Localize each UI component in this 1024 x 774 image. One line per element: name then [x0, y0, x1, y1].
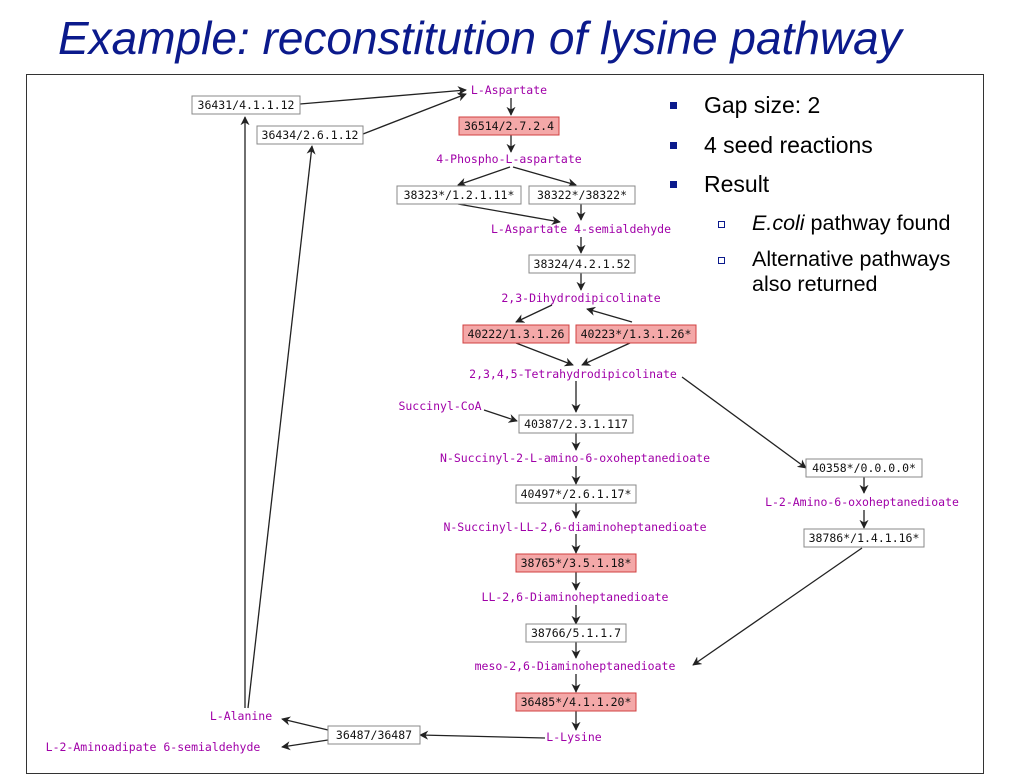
edge	[281, 716, 329, 731]
reaction-box	[396, 185, 522, 205]
edge	[247, 145, 316, 709]
edge	[281, 739, 329, 751]
edge	[515, 342, 574, 367]
edge	[419, 730, 546, 740]
metabolite-label: L-2-Aminoadipate 6-semialdehyde	[46, 740, 261, 754]
sub-bullet-alternative-pathways: Alternative pathways also returned	[664, 247, 964, 299]
sub-bullet-pathway-found: E.coli pathway found	[664, 211, 964, 237]
reaction-box	[528, 185, 636, 205]
reaction-label: 40497*/2.6.1.17*	[521, 487, 632, 501]
reaction-nodes: 36431/4.1.1.12 36434/2.6.1.12 36514/2.7.…	[191, 95, 925, 745]
bullet-list: Gap size: 2 4 seed reactions Result E.co…	[664, 92, 964, 308]
reaction-box	[805, 458, 923, 478]
metabolite-label: L-Aspartate 4-semialdehyde	[491, 222, 671, 236]
edge	[457, 166, 511, 187]
edge	[586, 306, 633, 323]
metabolite-label: L-Alanine	[210, 709, 272, 723]
reaction-box	[191, 95, 301, 115]
edge	[299, 86, 467, 105]
reaction-label: 38323*/1.2.1.11*	[404, 188, 515, 202]
reaction-box	[327, 725, 421, 745]
metabolite-label: L-Aspartate	[471, 83, 547, 97]
reaction-box	[803, 528, 925, 548]
metabolite-label: 4-Phospho-L-aspartate	[436, 152, 581, 166]
reaction-label: 36434/2.6.1.12	[262, 128, 359, 142]
reaction-label: 40358*/0.0.0.0*	[812, 461, 916, 475]
edge	[581, 342, 631, 366]
reaction-label: 38765*/3.5.1.18*	[521, 556, 632, 570]
edge	[362, 92, 467, 135]
edge	[457, 203, 561, 226]
metabolite-label: meso-2,6-Diaminoheptanedioate	[475, 659, 676, 673]
reaction-label: 36487/36487	[336, 728, 412, 742]
reaction-label: 40223*/1.3.1.26*	[581, 327, 692, 341]
reaction-label: 36514/2.7.2.4	[464, 119, 554, 133]
reaction-box-highlighted	[458, 116, 560, 136]
pathway-found-text: pathway found	[804, 210, 951, 235]
reaction-label: 38786*/1.4.1.16*	[809, 531, 920, 545]
metabolite-label: Succinyl-CoA	[398, 399, 481, 413]
slide-title: Example: reconstitution of lysine pathwa…	[58, 12, 902, 64]
bullet-seed-reactions: 4 seed reactions	[664, 132, 964, 160]
species-name: E.coli	[752, 210, 805, 235]
metabolite-label: 2,3,4,5-Tetrahydrodipicolinate	[469, 367, 677, 381]
edge	[512, 166, 577, 188]
reaction-label: 40387/2.3.1.117	[524, 417, 628, 431]
metabolite-label: N-Succinyl-2-L-amino-6-oxoheptanedioate	[440, 451, 710, 465]
metabolite-label: 2,3-Dihydrodipicolinate	[501, 291, 660, 305]
reaction-box-highlighted	[575, 324, 697, 344]
metabolite-label: L-2-Amino-6-oxoheptanedioate	[765, 495, 959, 509]
reaction-box	[528, 254, 636, 274]
reaction-label: 38322*/38322*	[537, 188, 627, 202]
bullet-result: Result	[664, 171, 964, 199]
edge	[692, 547, 863, 666]
reaction-label: 38324/4.2.1.52	[534, 257, 631, 271]
edge	[681, 376, 807, 469]
metabolite-nodes: L-Aspartate 4-Phospho-L-aspartate L-Aspa…	[46, 83, 959, 754]
reaction-box	[525, 623, 627, 643]
metabolite-label: L-Lysine	[546, 730, 601, 744]
reaction-box	[515, 484, 637, 504]
bullet-gap-size: Gap size: 2	[664, 92, 964, 120]
reaction-box	[256, 125, 364, 145]
metabolite-label: N-Succinyl-LL-2,6-diaminoheptanedioate	[443, 520, 706, 534]
reaction-label: 40222/1.3.1.26	[468, 327, 565, 341]
edge	[515, 304, 553, 323]
reaction-box-highlighted	[515, 692, 637, 712]
reaction-label: 38766/5.1.1.7	[531, 626, 621, 640]
edge	[483, 409, 518, 423]
metabolite-label: LL-2,6-Diaminoheptanedioate	[482, 590, 669, 604]
pathway-edges	[240, 86, 869, 751]
reaction-label: 36431/4.1.1.12	[198, 98, 295, 112]
reaction-box-highlighted	[462, 324, 570, 344]
reaction-box	[518, 414, 634, 434]
reaction-box-highlighted	[515, 553, 637, 573]
reaction-label: 36485*/4.1.1.20*	[521, 695, 632, 709]
